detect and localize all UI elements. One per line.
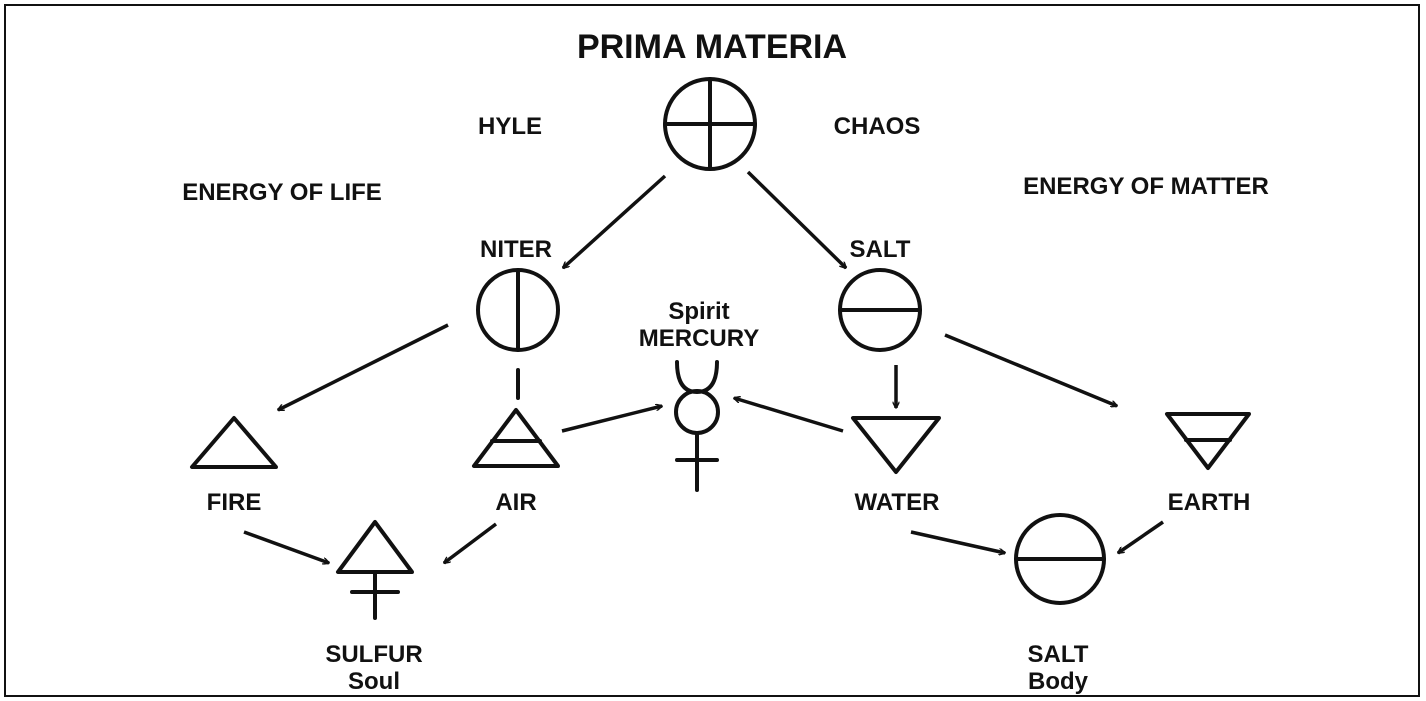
label-salt-top: SALT [850,236,911,263]
label-hyle: HYLE [478,113,542,140]
label-fire: FIRE [207,489,262,516]
diagram-title: PRIMA MATERIA [577,28,847,66]
label-mercury: MERCURY [639,325,759,352]
arrow-water-to-mercury [734,398,844,433]
arrow-air-to-sulfur [444,522,498,565]
prima-materia-symbol [663,77,757,171]
fire-symbol [190,416,278,469]
label-earth: EARTH [1168,489,1251,516]
label-air: AIR [495,489,536,516]
label-body: Body [1028,668,1089,695]
arrow-earth-to-salt-body [1118,520,1164,555]
arrow-salt-to-earth [944,333,1117,408]
salt-body-symbol [1014,513,1106,605]
label-niter: NITER [480,236,552,263]
niter-symbol [476,268,560,352]
arrow-air-to-mercury [561,406,662,433]
label-water: WATER [855,489,940,516]
arrow-fire-to-sulfur [243,530,329,563]
arrow-water-to-salt-body [910,530,1005,553]
label-energy-of-matter: ENERGY OF MATTER [1023,173,1269,200]
label-soul: Soul [348,668,400,695]
label-salt-bottom: SALT [1028,641,1089,668]
sulfur-symbol [336,520,414,620]
earth-symbol [1165,412,1251,470]
label-chaos: CHAOS [834,113,921,140]
arrow-prima-to-niter [563,174,667,268]
water-symbol [851,416,941,474]
air-symbol [472,408,560,468]
arrow-niter-to-fire [278,323,449,412]
label-spirit: Spirit [668,298,729,325]
arrow-prima-to-salt [746,170,846,268]
mercury-symbol [674,360,720,492]
salt-symbol [838,268,922,352]
label-sulfur: SULFUR [325,641,422,668]
label-energy-of-life: ENERGY OF LIFE [182,179,382,206]
